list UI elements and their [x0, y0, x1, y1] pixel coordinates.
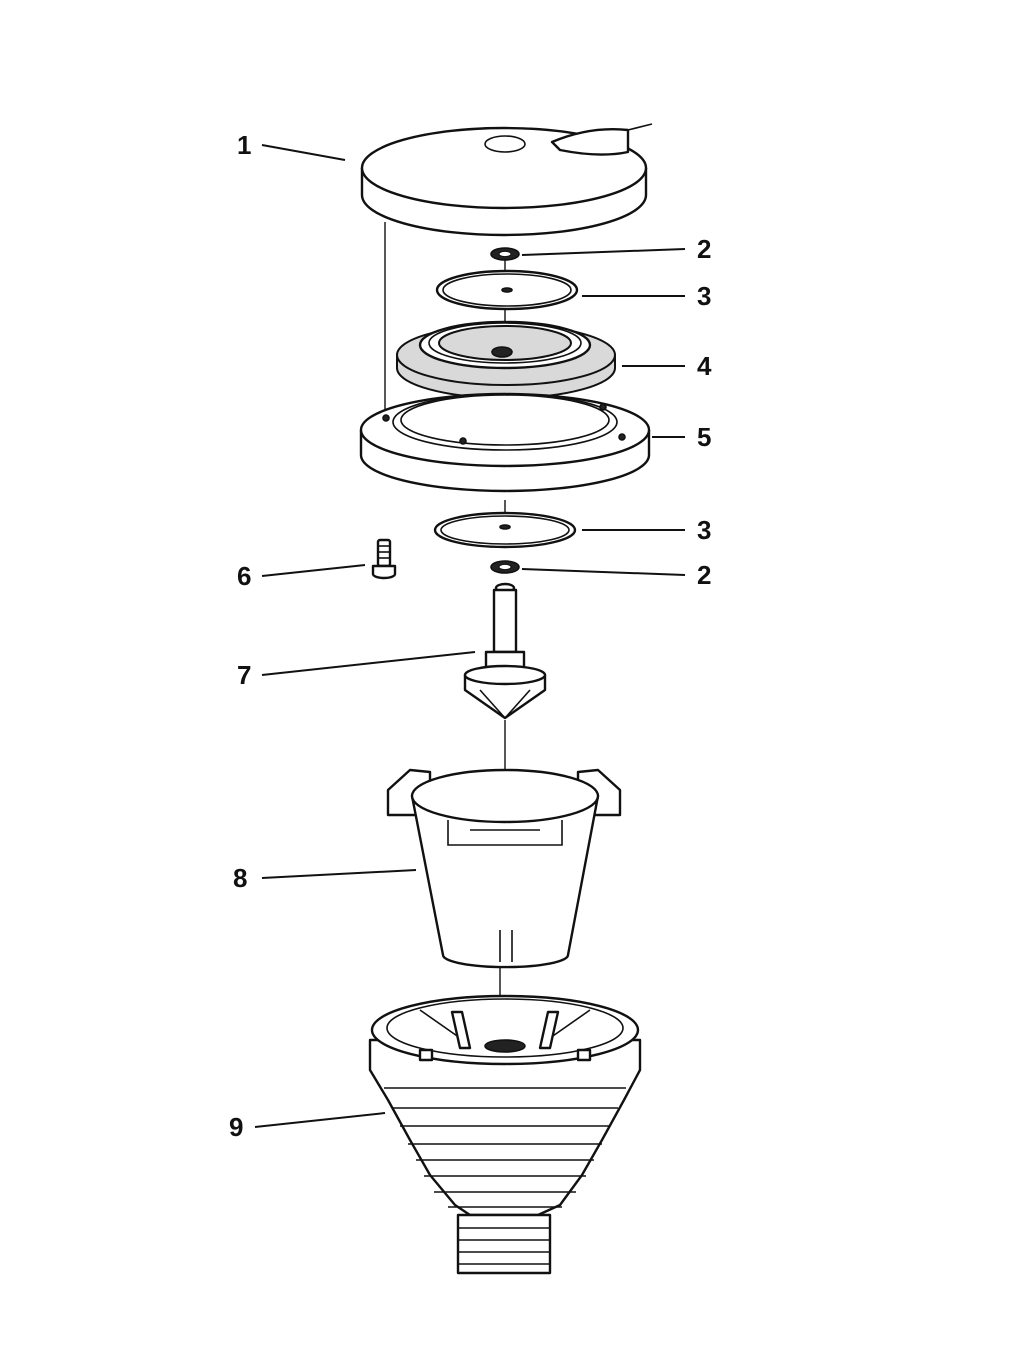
callout-labels: 1 2 3 4 5 3 2 6 7 8 9: [229, 130, 712, 1142]
callout-9: 9: [229, 1112, 243, 1142]
part-3-washer-lower: [433, 511, 577, 549]
callout-7: 7: [237, 660, 251, 690]
callout-5: 5: [697, 422, 711, 452]
part-3-washer-upper: [435, 269, 579, 311]
part-8-cone-insert: [386, 768, 622, 969]
part-4-bearing-plate: [396, 320, 616, 399]
part-2-snap-ring-lower: [490, 560, 520, 574]
part-2-snap-ring-upper: [490, 247, 520, 261]
part-7-spindle: [463, 582, 547, 720]
part-6-screw: [371, 538, 397, 580]
callout-3-lower: 3: [697, 515, 711, 545]
callout-6: 6: [237, 561, 251, 591]
part-1-top-cap: [360, 123, 653, 237]
callout-2-upper: 2: [697, 234, 711, 264]
part-9-threaded-base: [368, 994, 642, 1275]
callout-3-upper: 3: [697, 281, 711, 311]
part-5-housing-ring: [359, 392, 651, 493]
callout-2-lower: 2: [697, 560, 711, 590]
leader-lines: [254, 144, 686, 1128]
callout-8: 8: [233, 863, 247, 893]
callout-1: 1: [237, 130, 251, 160]
callout-4: 4: [697, 351, 712, 381]
